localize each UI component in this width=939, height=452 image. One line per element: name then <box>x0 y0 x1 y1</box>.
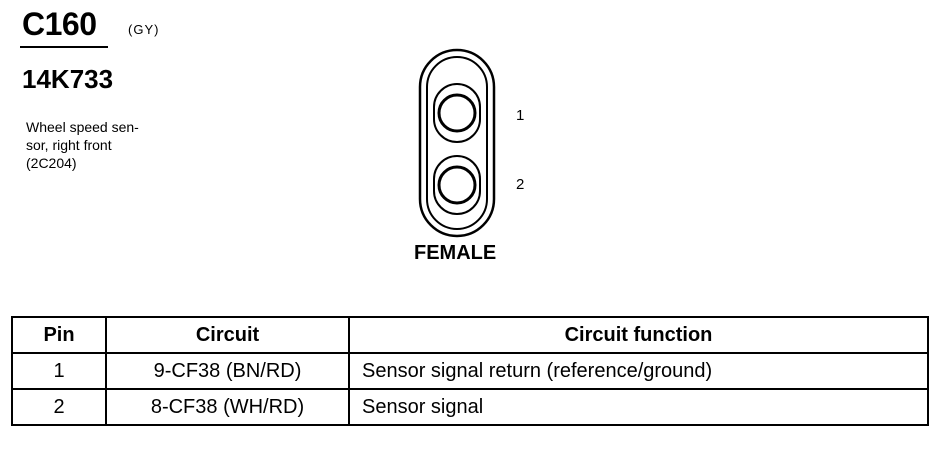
connector-description: Wheel speed sen- sor, right front (2C204… <box>26 118 139 172</box>
column-header-circuit-function: Circuit function <box>348 316 929 354</box>
connector-id-underline <box>20 46 108 48</box>
color-code: (GY) <box>128 22 160 37</box>
part-number: 14K733 <box>22 64 114 94</box>
circuit-function-cell: Sensor signal return (reference/ground) <box>348 352 929 390</box>
description-line: Wheel speed sen- <box>26 119 139 135</box>
connector-outer-shell <box>418 48 496 238</box>
connector-face-diagram: 1 2 <box>418 48 524 238</box>
cavity-2-housing <box>433 155 481 215</box>
pin-cell: 2 <box>11 388 107 426</box>
connector-gender-label: FEMALE <box>414 242 497 264</box>
pin-label-1: 1 <box>516 107 524 124</box>
connector-id: C160 <box>22 6 97 42</box>
circuit-cell: 8-CF38 (WH/RD) <box>105 388 350 426</box>
cavity-2 <box>437 165 477 205</box>
table-row: 2 8-CF38 (WH/RD) Sensor signal <box>11 388 929 426</box>
column-header-pin: Pin <box>11 316 107 354</box>
description-line: (2C204) <box>26 155 77 171</box>
column-header-circuit: Circuit <box>105 316 350 354</box>
connector-inner-shell <box>426 56 488 230</box>
circuit-cell: 9-CF38 (BN/RD) <box>105 352 350 390</box>
pin-cell: 1 <box>11 352 107 390</box>
cavity-1 <box>437 93 477 133</box>
description-line: sor, right front <box>26 137 112 153</box>
table-header-row: Pin Circuit Circuit function <box>11 316 929 354</box>
pin-label-2: 2 <box>516 176 524 193</box>
table-row: 1 9-CF38 (BN/RD) Sensor signal return (r… <box>11 352 929 390</box>
pin-table: Pin Circuit Circuit function 1 9-CF38 (B… <box>11 316 929 426</box>
cavity-1-housing <box>433 83 481 143</box>
circuit-function-cell: Sensor signal <box>348 388 929 426</box>
